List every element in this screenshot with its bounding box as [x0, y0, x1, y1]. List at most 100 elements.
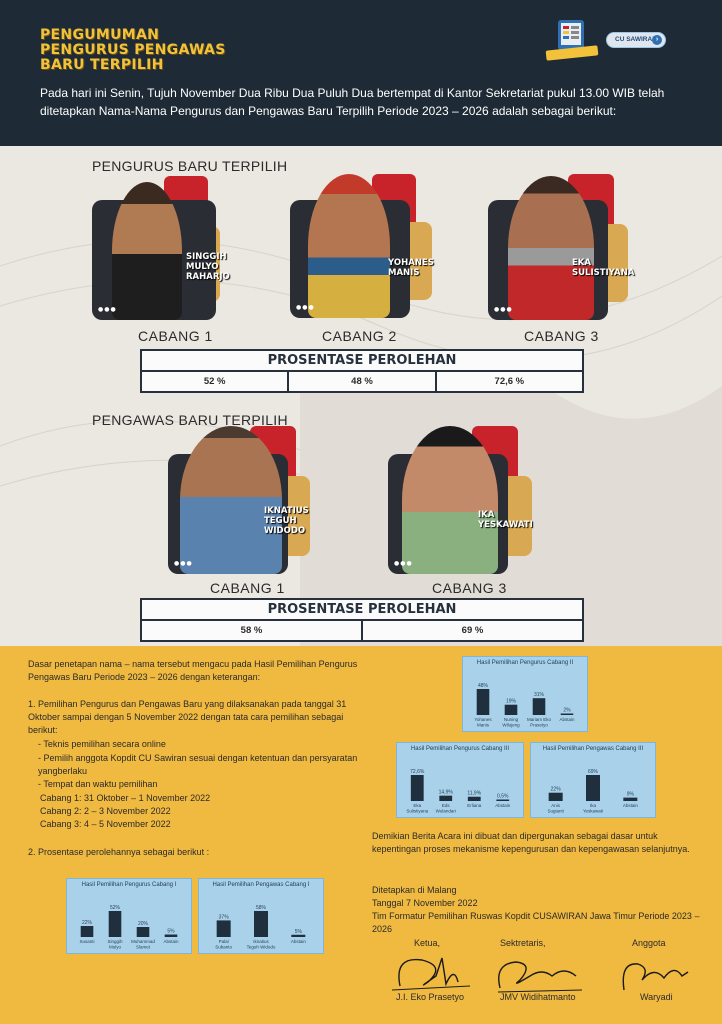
chart-category-label: Subanto	[215, 945, 232, 950]
pengurus-branch-2: CABANG 2	[322, 328, 397, 344]
chart-category-label: Mulyo	[109, 945, 122, 950]
title-line-3: BARU TERPILIH	[40, 57, 164, 73]
pengawas-branch-1: CABANG 1	[210, 580, 285, 596]
signature-name-1: J.I. Eko Prasetyo	[396, 992, 465, 1002]
chart-bar	[532, 698, 546, 715]
chart-data-label: 5%	[167, 929, 175, 935]
chart-bar	[504, 704, 518, 715]
chart-bar	[623, 797, 638, 801]
item-1: 1. Pemilihan Pengurus dan Pengawas Baru …	[28, 699, 347, 735]
pengurus-card-1: SINGGIH MULYO RAHARJO ●●●	[92, 174, 230, 322]
chart-data-label: 37%	[219, 914, 230, 920]
chart-svg: 48%YohanesManis19%NuningWilujeng31%Maria…	[474, 683, 575, 728]
page-title: PENGUMUMAN PENGURUS PENGAWAS BARU TERPIL…	[40, 28, 270, 73]
schedule-1: Cabang 1: 31 Oktober – 1 November 2022	[40, 793, 211, 803]
chart-category-label: Abstain	[623, 803, 639, 808]
details-section: Dasar penetapan nama – nama tersebut men…	[0, 646, 722, 1024]
chart-bar	[108, 911, 122, 937]
pengurus-branch-3: CABANG 3	[524, 328, 599, 344]
chart-svg: 72,6%EkaSulistiyana14,9%EdsWulandari11,9…	[406, 769, 511, 814]
chart-data-label: 22%	[82, 920, 93, 926]
chart-data-label: 20%	[138, 921, 149, 927]
signature-name-3: Waryadi	[640, 992, 673, 1002]
pengurus-photo-3	[508, 176, 594, 320]
pengurus-photo-1	[112, 182, 182, 320]
chart-category-label: Abstain	[291, 939, 307, 944]
chart-svg: 22%Susanti52%SinggihMulyo20%MuhammadSlam…	[79, 905, 179, 950]
intro-paragraph: Pada hari ini Senin, Tujuh November Dua …	[40, 86, 665, 118]
pengurus-branch-1: CABANG 1	[138, 328, 213, 344]
chart-data-label: 72,6%	[410, 769, 425, 775]
pengurus-percentage-table: PROSENTASE PEROLEHAN 52 % 48 % 72,6 %	[140, 349, 584, 393]
chart-pengawas-cabang-1: Hasil Pemilihan Pengawas Cabang I 37% Pal…	[198, 878, 324, 954]
chart-category-label: Palal	[219, 939, 229, 944]
chart-title: Hasil Pemilihan Pengurus Cabang I	[81, 882, 177, 888]
chart-data-label: 0,5%	[497, 794, 509, 800]
chart-category-label: Abstain	[495, 803, 511, 808]
chart-pengurus-cabang-3: Hasil Pemilihan Pengurus Cabang III 72,6…	[396, 742, 524, 818]
chart-bar	[496, 799, 510, 801]
place-text: Ditetapkan di Malang	[372, 885, 457, 895]
pengurus-pct-2: 48 %	[289, 372, 437, 391]
pengurus-name-1: SINGGIH MULYO RAHARJO	[186, 252, 230, 282]
chart-category-label: Slamet	[136, 945, 151, 950]
chart-category-label: Nuning	[504, 717, 519, 722]
pengawas-table-title: PROSENTASE PEROLEHAN	[142, 600, 582, 621]
pengurus-card-2: YOHANES MANIS ●●●	[290, 174, 436, 322]
signature-role-2: Sektretaris,	[500, 938, 546, 948]
chart-data-label: 69%	[588, 769, 599, 775]
chart-category-label: Abstain	[163, 939, 179, 944]
pengurus-photo-2	[308, 174, 390, 318]
chart-category-label: Yohanes	[474, 717, 492, 722]
signature-name-2: JMV Widihatmanto	[500, 992, 576, 1002]
chart-data-label: 48%	[478, 683, 489, 689]
chart-category-label: Sulistiyana	[406, 809, 428, 814]
chart-category-label: Eka	[413, 803, 421, 808]
chart-category-label: Prasetyo	[530, 723, 548, 728]
pengawas-card-2: IKA YESKAWATI ●●●	[388, 426, 536, 576]
pengurus-section-label: PENGURUS BARU TERPILIH	[92, 158, 288, 174]
schedule-2: Cabang 2: 2 – 3 November 2022	[40, 806, 171, 816]
team-text: Tim Formatur Pemilihan Ruswas Kopdit CUS…	[372, 911, 700, 934]
pengawas-name-1: IKNATIUS TEGUH WIDODO	[264, 506, 309, 536]
date-text: Tanggal 7 November 2022	[372, 898, 478, 908]
chart-title: Hasil Pemilihan Pengurus Cabang III	[410, 746, 510, 752]
chart-bar	[291, 934, 306, 937]
bullet-1: - Teknis pemilihan secara online	[38, 739, 166, 749]
chart-title: Hasil Pemilihan Pengurus Cabang II	[476, 660, 574, 666]
candidates-section: PENGURUS BARU TERPILIH SINGGIH MULYO RAH…	[0, 146, 722, 646]
chart-data-label: 22%	[551, 787, 562, 793]
chart-bar	[80, 926, 94, 937]
chart-category-label: Anis	[551, 803, 561, 808]
chart-data-label: 58%	[256, 905, 267, 911]
chart-category-label: Muhammad	[131, 939, 155, 944]
signature-role-1: Ketua,	[414, 938, 441, 948]
schedule-3: Cabang 3: 4 – 5 November 2022	[40, 819, 171, 829]
pengurus-table-row: 52 % 48 % 72,6 %	[142, 372, 582, 391]
pengurus-table-title: PROSENTASE PEROLEHAN	[142, 351, 582, 372]
chart-title: Hasil Pemilihan Pengawas Cabang I	[212, 882, 310, 888]
chart-category-label: Singgih	[107, 939, 123, 944]
chart-data-label: 11,9%	[467, 791, 481, 797]
chart-data-label: 19%	[506, 699, 517, 705]
pengurus-name-3: EKA SULISTIYANA	[572, 258, 635, 278]
chart-pengurus-cabang-2: Hasil Pemilihan Pengurus Cabang II 48% Yo…	[462, 656, 588, 732]
badge-text: CU SAWIRAN	[615, 36, 657, 43]
chart-title: Hasil Pemilihan Pengawas Cabang III	[542, 746, 644, 752]
chart-data-label: 2%	[563, 708, 571, 714]
header: PENGUMUMAN PENGURUS PENGAWAS BARU TERPIL…	[0, 0, 722, 146]
title-line-1: PENGUMUMAN	[40, 27, 160, 43]
chart-category-label: Yeskawati	[583, 809, 603, 814]
closing-paragraph: Demikian Berita Acara ini dibuat dan dip…	[372, 831, 690, 854]
chart-pengurus-cabang-1: Hasil Pemilihan Pengurus Cabang I 22%Sus…	[66, 878, 192, 954]
chart-bar	[560, 713, 574, 715]
pengawas-pct-1: 58 %	[142, 621, 363, 640]
chart-bar	[586, 775, 600, 801]
chart-category-label: Manis	[477, 723, 490, 728]
chart-bar	[467, 796, 481, 801]
cu-sawiran-badge: CU SAWIRAN ›	[606, 32, 666, 48]
ballot-logo-icon	[544, 18, 602, 64]
chart-category-label: Wilujeng	[502, 723, 520, 728]
item-2: 2. Prosentase perolehannya sebagai berik…	[28, 847, 210, 857]
